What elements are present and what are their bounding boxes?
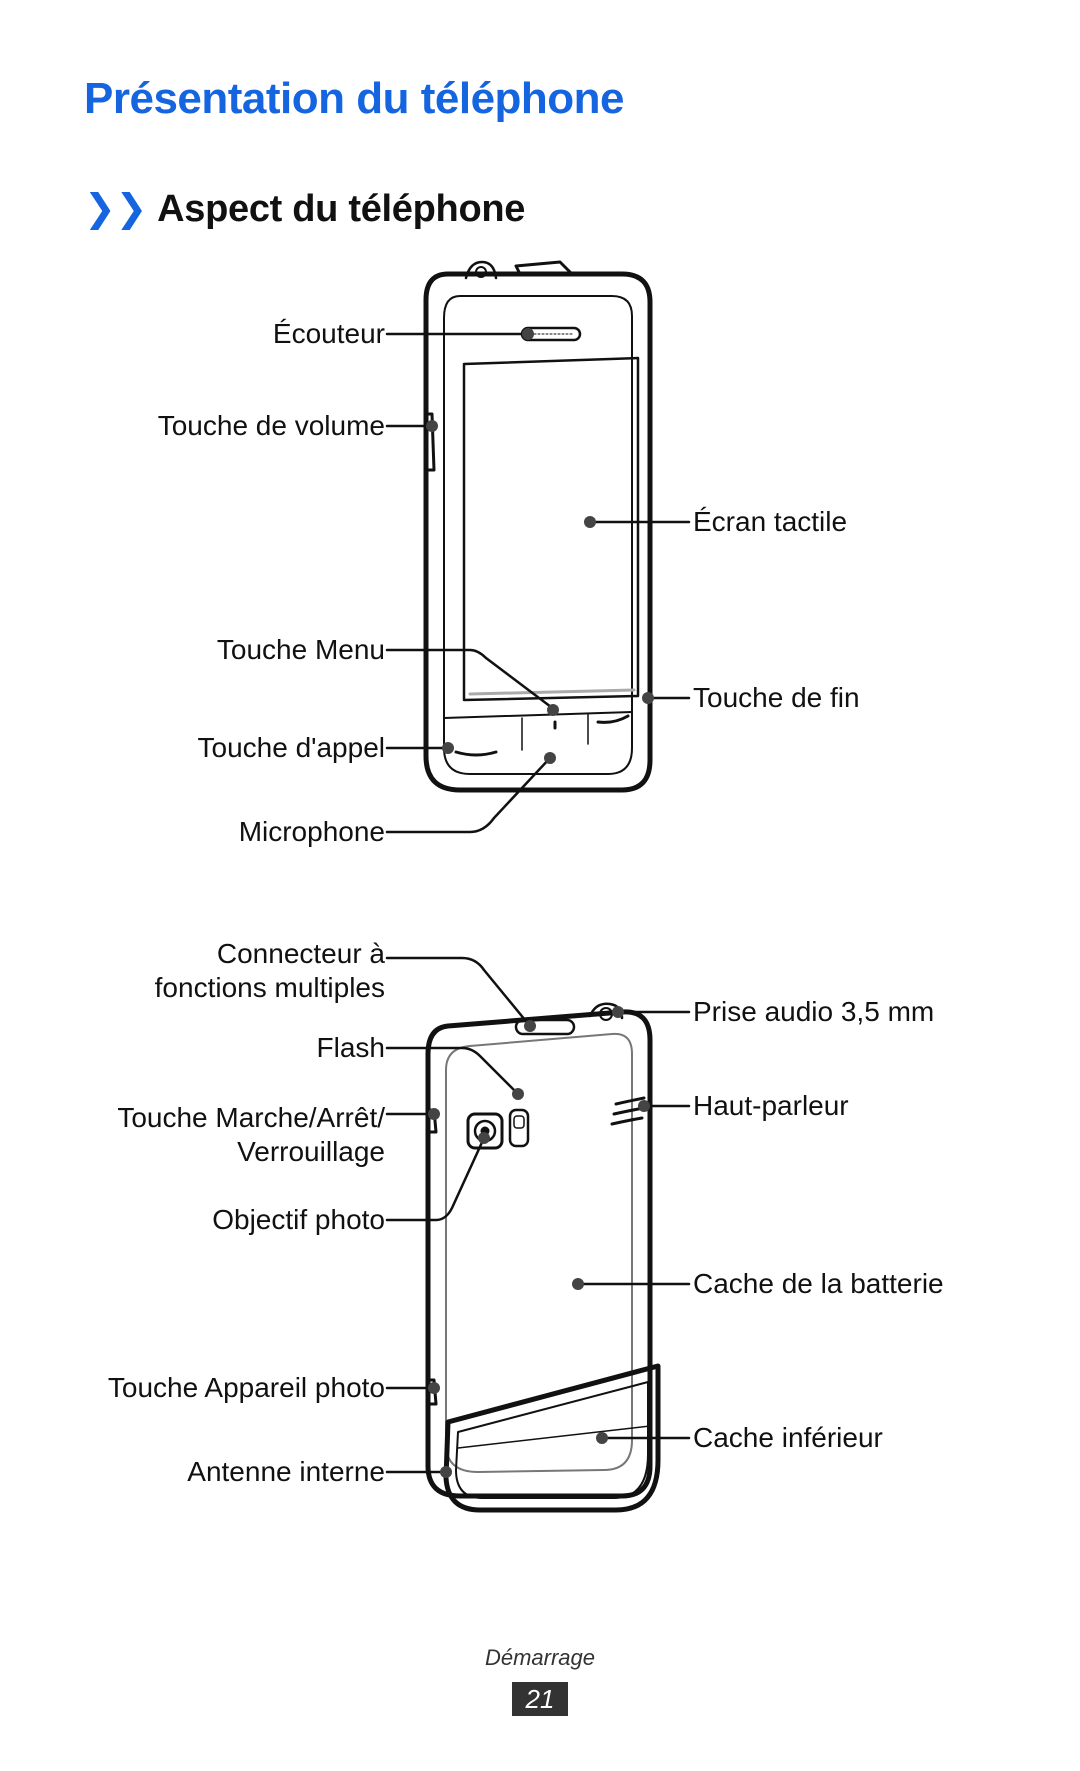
label-prise-audio: Prise audio 3,5 mm bbox=[693, 996, 935, 1027]
label-antenne-interne: Antenne interne bbox=[187, 1456, 385, 1487]
label-ecran-tactile: Écran tactile bbox=[693, 506, 848, 537]
label-haut-parleur: Haut-parleur bbox=[693, 1090, 849, 1121]
label-connecteur: Connecteur à fonctions multiples bbox=[155, 937, 385, 1005]
chevron-double-icon: ❯❯ bbox=[84, 188, 148, 230]
label-touche-menu: Touche Menu bbox=[216, 634, 385, 665]
page-title: Présentation du téléphone bbox=[84, 74, 625, 123]
label-connecteur-line1: Connecteur à bbox=[216, 938, 385, 969]
section-title: Aspect du téléphone bbox=[157, 188, 526, 230]
label-ecouteur: Écouteur bbox=[272, 318, 385, 349]
label-touche-volume: Touche de volume bbox=[157, 410, 385, 441]
front-leader-lines bbox=[385, 332, 691, 834]
section-heading: ❯❯Aspect du téléphone bbox=[84, 186, 525, 231]
back-phone-body bbox=[425, 1002, 661, 1513]
label-marche-line2: Verrouillage bbox=[237, 1136, 385, 1167]
label-connecteur-line2: fonctions multiples bbox=[154, 972, 385, 1003]
label-touche-appel: Touche d'appel bbox=[197, 732, 386, 763]
label-marche-line1: Touche Marche/Arrêt/ bbox=[117, 1102, 385, 1133]
front-phone-body bbox=[423, 260, 653, 793]
footer-section-name: Démarrage bbox=[484, 1645, 596, 1670]
label-microphone: Microphone bbox=[238, 816, 385, 847]
label-flash: Flash bbox=[316, 1032, 385, 1063]
label-touche-appareil-photo: Touche Appareil photo bbox=[107, 1372, 385, 1403]
label-touche-marche-arret: Touche Marche/Arrêt/ Verrouillage bbox=[117, 1101, 385, 1169]
label-cache-batterie: Cache de la batterie bbox=[693, 1268, 944, 1299]
back-callout-dots bbox=[428, 1006, 650, 1478]
back-leader-lines bbox=[385, 956, 691, 1474]
front-callout-dots bbox=[426, 328, 654, 764]
label-cache-inferieur: Cache inférieur bbox=[693, 1422, 883, 1453]
label-objectif-photo: Objectif photo bbox=[212, 1204, 385, 1235]
page-number: 21 bbox=[512, 1682, 568, 1716]
label-touche-fin: Touche de fin bbox=[693, 682, 860, 713]
